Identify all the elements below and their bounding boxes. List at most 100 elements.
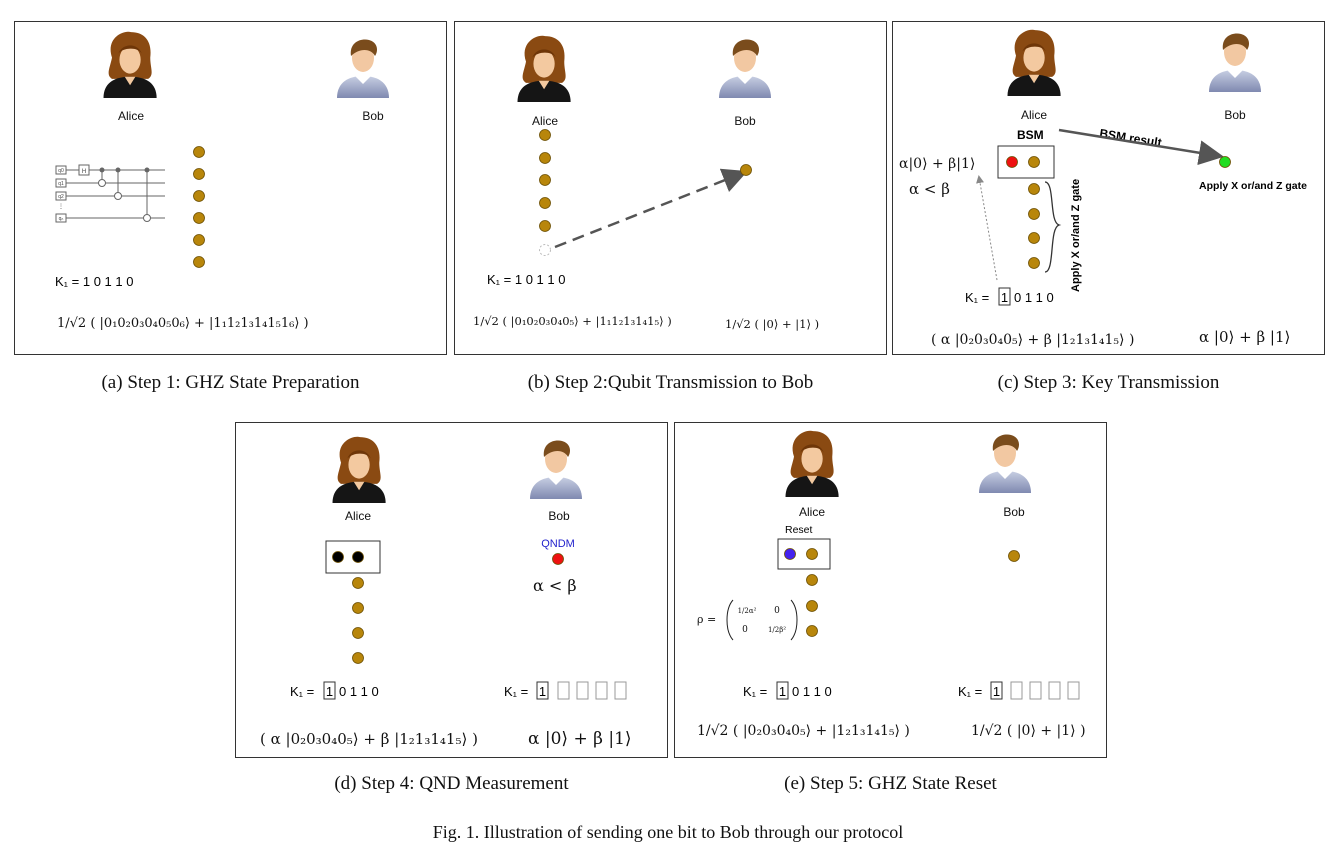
bob-key-prefix: K₁ = — [958, 684, 982, 699]
bob-state-expression: α |0⟩ + β |1⟩ — [1199, 328, 1290, 346]
caption-a: (a) Step 1: GHZ State Preparation — [101, 372, 360, 393]
transmitted-qubit-ghost — [539, 244, 551, 256]
panel-c: Alice Bob BSM BSM result Apply X or/and … — [892, 21, 1325, 355]
bob-state-expression: α |0⟩ + β |1⟩ — [528, 729, 632, 749]
panel-b: Alice Bob K₁ = 1 0 1 1 0 1/√2 ( |0₁0₂0₃0… — [454, 21, 887, 355]
rho-label: ρ = — [697, 613, 716, 626]
bob-name: Bob — [1224, 108, 1246, 122]
alice-state-expression: ( α |0₂0₃0₄0₅⟩ + β |1₂1₃1₄1₅⟩ ) — [931, 332, 1134, 348]
caption-d: (d) Step 4: QND Measurement — [334, 773, 569, 794]
reset-label: Reset — [785, 524, 813, 536]
bob-qubit — [1008, 550, 1020, 562]
alice-apply-gate-label: Apply X or/and Z gate — [1070, 179, 1082, 292]
alice-avatar — [103, 31, 157, 98]
key-prefix: K₁ = — [965, 290, 989, 305]
bsm-qubit — [1028, 156, 1040, 168]
alice-avatar — [785, 430, 839, 497]
alice-name: Alice — [1021, 108, 1047, 122]
matrix-left-paren — [726, 599, 734, 641]
reset-box — [777, 538, 831, 570]
matrix-element-22: 1/2β² — [768, 626, 786, 634]
alice-state-expression: 1/√2 ( |0₁0₂0₃0₄0₅⟩ + |1₁1₂1₃1₄1₅⟩ ) — [473, 314, 672, 329]
matrix-right-paren — [790, 599, 798, 641]
transmission-arrow — [554, 168, 748, 249]
matrix-element-12: 0 — [774, 606, 780, 616]
key-k1: K₁ = 1 0 1 1 0 — [55, 274, 133, 289]
alice-key-remaining-bits: 0 1 1 0 — [339, 684, 379, 699]
bob-avatar — [337, 39, 389, 98]
alice-name: Alice — [118, 109, 144, 123]
bob-state-expression: 1/√2 ( |0⟩ + |1⟩ ) — [971, 723, 1086, 739]
measured-qubits-box — [325, 540, 381, 574]
ghz-circuit — [55, 164, 165, 223]
bob-avatar — [979, 434, 1031, 493]
key-remaining-bits: 0 1 1 0 — [1014, 290, 1054, 305]
circuit-label-q2: q2 — [58, 194, 64, 200]
bob-name: Bob — [1003, 505, 1025, 519]
panel-e: Alice Bob Reset ρ = 1/2α² 0 0 1/2β² K₁ =… — [674, 422, 1107, 758]
hadamard-gate-label: H — [82, 169, 86, 175]
bob-qubit-red — [552, 553, 564, 565]
circuit-ellipsis: ⋮ — [58, 204, 64, 210]
bob-apply-gate-label: Apply X or/and Z gate — [1199, 180, 1307, 192]
figure-caption: Fig. 1. Illustration of sending one bit … — [432, 822, 904, 842]
bob-key-first-bit-box — [990, 681, 1003, 700]
matrix-element-21: 0 — [742, 625, 748, 635]
panel-d: Alice Bob QNDM α < β K₁ = 1 0 1 1 0 K₁ =… — [235, 422, 668, 758]
reset-qubit — [806, 548, 818, 560]
bob-qubit — [740, 164, 752, 176]
alpha-less-than-beta: α < β — [909, 180, 950, 198]
alice-state-expression: ( α |0₂0₃0₄0₅⟩ + β |1₂1₃1₄1₅⟩ ) — [260, 730, 478, 748]
bsm-qubit-red — [1006, 156, 1018, 168]
bob-avatar — [530, 440, 582, 499]
alice-state-expression: 1/√2 ( |0₂0₃0₄0₅⟩ + |1₂1₃1₄1₅⟩ ) — [697, 723, 910, 739]
bob-qubit-green — [1219, 156, 1231, 168]
superposition-expression: α|0⟩ + β|1⟩ — [899, 156, 975, 172]
key-first-bit: 1 — [1001, 290, 1008, 305]
measured-qubit-black — [332, 551, 344, 563]
alice-key-first-bit: 1 — [326, 684, 333, 699]
qubit-column — [539, 129, 551, 256]
bob-key-first-bit: 1 — [539, 684, 546, 699]
caption-c: (c) Step 3: Key Transmission — [997, 372, 1220, 393]
bob-state-expression: 1/√2 ( |0⟩ + |1⟩ ) — [725, 317, 819, 332]
panel-a: Alice Bob q0 q1 q2 qₙ H ⋮ — [14, 21, 447, 355]
bob-key-empty-slots — [557, 681, 627, 700]
alice-name: Alice — [799, 505, 825, 519]
alice-key-remaining-bits: 0 1 1 0 — [792, 684, 832, 699]
bob-avatar — [719, 39, 771, 98]
alice-key-first-bit: 1 — [779, 684, 786, 699]
bob-key-first-bit: 1 — [993, 684, 1000, 699]
qndm-label: QNDM — [541, 538, 575, 550]
ghz-state-expression: 1/√2 ( |0₁0₂0₃0₄0₅0₆⟩ + |1₁1₂1₃1₄1₅1₆⟩ ) — [57, 316, 309, 331]
alice-avatar — [1007, 29, 1061, 96]
key-k1: K₁ = 1 0 1 1 0 — [487, 272, 565, 287]
qubit-column — [1028, 183, 1040, 269]
circuit-label-q1: q1 — [58, 181, 64, 187]
alice-key-first-bit-box — [323, 681, 336, 700]
bob-key-first-bit-box — [536, 681, 549, 700]
alice-name: Alice — [532, 114, 558, 128]
bob-name: Bob — [362, 109, 384, 123]
circuit-label-q0: q0 — [58, 168, 64, 174]
alpha-less-than-beta: α < β — [533, 576, 577, 595]
qubit-column — [352, 577, 364, 664]
bob-name: Bob — [548, 509, 570, 523]
reset-qubit-blue — [784, 548, 796, 560]
qubit-column — [806, 574, 818, 637]
alice-avatar — [517, 35, 571, 102]
alice-avatar — [332, 436, 386, 503]
bob-key-prefix: K₁ = — [504, 684, 528, 699]
bsm-box — [997, 145, 1055, 179]
bsm-result-arrow — [1058, 128, 1224, 166]
caption-e: (e) Step 5: GHZ State Reset — [784, 773, 997, 794]
bob-key-empty-slots — [1010, 681, 1080, 700]
bob-avatar — [1209, 33, 1261, 92]
caption-b: (b) Step 2:Qubit Transmission to Bob — [527, 372, 814, 393]
qubit-column — [193, 146, 205, 268]
matrix-element-11: 1/2α² — [738, 607, 757, 615]
bsm-label: BSM — [1017, 128, 1044, 142]
key-first-bit-box — [998, 287, 1011, 306]
alice-key-first-bit-box — [776, 681, 789, 700]
measured-qubit-black — [352, 551, 364, 563]
